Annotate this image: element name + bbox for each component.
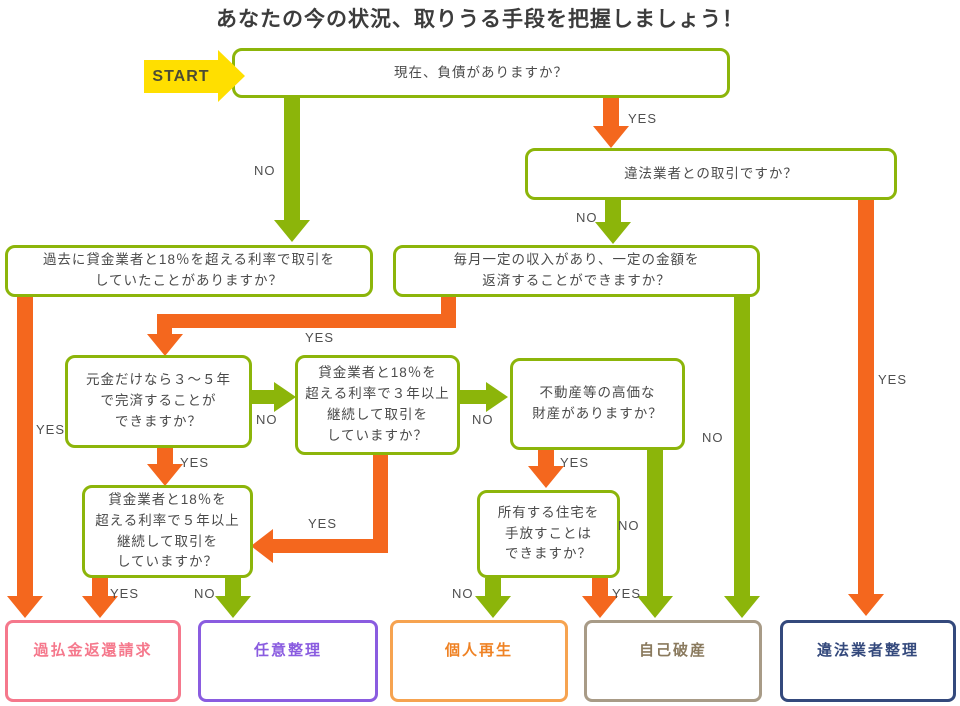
arrow-q2-q4-no-head-icon — [595, 222, 631, 244]
label-q4-no: NO — [702, 430, 724, 445]
arrow-q7-q9-yes-bar — [538, 450, 554, 470]
label-q1-no: NO — [254, 163, 276, 178]
arrow-q1-q2-yes-head-icon — [593, 126, 629, 148]
question-over-18pct-5yr: 貸金業者と18％を 超える利率で５年以上 継続して取引を していますか？ — [82, 485, 253, 578]
result-illegal-lender-settlement: 違法業者整理 — [780, 620, 956, 702]
label-q4-yes: YES — [305, 330, 335, 345]
arrow-q1-q3-no-head-icon — [274, 220, 310, 242]
arrow-q7-r4-no-bar — [647, 450, 663, 598]
arrow-q9-r4-yes-head-icon — [582, 596, 618, 618]
question-steady-income: 毎月一定の収入があり、一定の金額を 返済することができますか？ — [393, 245, 760, 297]
arrow-q3-r1-yes-head-icon — [7, 596, 43, 618]
result-voluntary-arrangement-text: 任意整理 — [253, 642, 322, 659]
arrow-q2-r5-yes-bar — [858, 200, 874, 596]
result-overpayment-refund: 過払金返還請求 — [5, 620, 181, 702]
question-current-debt-text: 現在、負債がありますか？ — [394, 64, 568, 80]
label-q6-no: NO — [472, 412, 494, 427]
label-q1-yes: YES — [628, 111, 658, 126]
question-illegal-lender-text: 違法業者との取引ですか？ — [624, 165, 798, 181]
arrow-q2-r5-yes-head-icon — [848, 594, 884, 616]
arrow-q6-q7-no-bar — [456, 390, 488, 404]
result-bankruptcy: 自己破産 — [584, 620, 762, 702]
arrow-q1-q3-no-bar — [284, 98, 300, 222]
arrow-q7-q9-yes-head-icon — [528, 466, 564, 488]
question-valuable-assets-text: 不動産等の高価な 財産がありますか？ — [532, 385, 663, 421]
arrow-q4-r4-no-head-icon — [724, 596, 760, 618]
arrow-q8-r1-yes-head-icon — [82, 596, 118, 618]
question-give-up-house: 所有する住宅を 手放すことは できますか？ — [477, 490, 620, 578]
label-q8-no: NO — [194, 586, 216, 601]
arrow-q6-q8-yes-seg2 — [271, 539, 388, 553]
question-payoff-principal-3-5yr: 元金だけなら３～５年 で完済することが できますか？ — [65, 355, 252, 448]
start-arrow-head-icon — [218, 50, 245, 102]
label-q5-yes: YES — [180, 455, 210, 470]
label-q6-yes: YES — [308, 516, 338, 531]
arrow-q4-r4-no-bar — [734, 297, 750, 598]
label-q2-no: NO — [576, 210, 598, 225]
label-q2-yes: YES — [878, 372, 908, 387]
arrow-q4-q5-yes-head-icon — [147, 334, 183, 356]
question-payoff-principal-3-5yr-text: 元金だけなら３～５年 で完済することが できますか？ — [86, 372, 231, 429]
arrow-q9-r4-yes-bar — [592, 578, 608, 598]
arrow-q7-r4-no-head-icon — [637, 596, 673, 618]
label-q3-yes: YES — [36, 422, 66, 437]
arrow-q5-q8-yes-bar — [157, 448, 173, 468]
start-label: START — [152, 67, 210, 85]
arrow-q4-q5-yes-seg2 — [157, 314, 456, 328]
arrow-q1-q2-yes-bar — [603, 98, 619, 128]
question-over-18pct-5yr-text: 貸金業者と18％を 超える利率で５年以上 継続して取引を していますか？ — [95, 491, 240, 570]
arrow-q8-r1-yes-bar — [92, 578, 108, 598]
arrow-q9-r3-no-bar — [485, 578, 501, 598]
question-steady-income-text: 毎月一定の収入があり、一定の金額を 返済することができますか？ — [453, 252, 700, 288]
arrow-q5-q6-no-bar — [248, 390, 276, 404]
arrow-q3-r1-yes-bar — [17, 297, 33, 598]
question-past-over-18pct: 過去に貸金業者と18％を超える利率で取引を していたことがありますか？ — [5, 245, 373, 297]
arrow-q9-r3-no-head-icon — [475, 596, 511, 618]
label-q7-yes: YES — [560, 455, 590, 470]
result-overpayment-refund-text: 過払金返還請求 — [33, 642, 153, 659]
question-valuable-assets: 不動産等の高価な 財産がありますか？ — [510, 358, 685, 450]
arrow-q5-q6-no-head-icon — [274, 382, 296, 412]
start-arrow: START — [144, 60, 218, 93]
question-past-over-18pct-text: 過去に貸金業者と18％を超える利率で取引を していたことがありますか？ — [42, 252, 336, 288]
arrow-q6-q8-yes-seg1 — [373, 453, 388, 553]
arrow-q8-r2-no-bar — [225, 578, 241, 598]
label-q5-no: NO — [256, 412, 278, 427]
result-voluntary-arrangement: 任意整理 — [198, 620, 378, 702]
label-q8-yes: YES — [110, 586, 140, 601]
label-q9-no: NO — [452, 586, 474, 601]
arrow-q2-q4-no-bar — [605, 200, 621, 225]
result-individual-rehabilitation: 個人再生 — [390, 620, 568, 702]
label-q9-yes: YES — [612, 586, 642, 601]
page-title: あなたの今の状況、取りうる手段を把握しましょう！ — [216, 8, 744, 31]
result-individual-rehabilitation-text: 個人再生 — [444, 642, 513, 659]
question-current-debt: 現在、負債がありますか？ — [232, 48, 730, 98]
arrow-q4-q5-yes-seg3 — [157, 314, 172, 336]
question-over-18pct-3yr-text: 貸金業者と18％を 超える利率で３年以上 継続して取引を していますか？ — [305, 365, 450, 443]
label-q7-no: NO — [618, 518, 640, 533]
result-bankruptcy-text: 自己破産 — [638, 642, 707, 659]
arrow-q6-q8-yes-head-icon — [251, 529, 273, 563]
question-give-up-house-text: 所有する住宅を 手放すことは できますか？ — [497, 504, 600, 562]
question-illegal-lender: 違法業者との取引ですか？ — [525, 148, 897, 200]
arrow-q8-r2-no-head-icon — [215, 596, 251, 618]
result-illegal-lender-settlement-text: 違法業者整理 — [816, 642, 919, 659]
arrow-q5-q8-yes-head-icon — [147, 464, 183, 486]
question-over-18pct-3yr: 貸金業者と18％を 超える利率で３年以上 継続して取引を していますか？ — [295, 355, 460, 455]
arrow-q6-q7-no-head-icon — [486, 382, 508, 412]
